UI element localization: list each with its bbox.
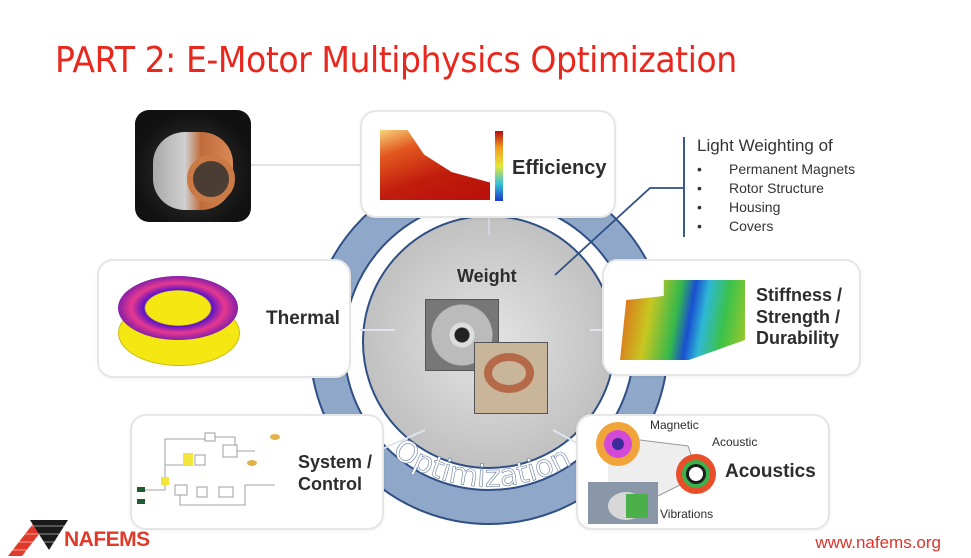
magnetic-label: Magnetic: [650, 418, 699, 432]
light-weighting-bracket: [683, 137, 685, 237]
nafems-logo-text: NAFEMS: [64, 528, 150, 551]
nafems-logo-icon: [8, 520, 68, 556]
light-weighting-title: Light Weighting of: [697, 136, 833, 155]
stator-winding-image: [474, 342, 548, 414]
footer-url-link[interactable]: www.nafems.org: [815, 533, 941, 552]
light-weighting-item: •Rotor Structure: [697, 180, 824, 196]
efficiency-label: Efficiency: [512, 157, 607, 179]
light-weighting-item: •Covers: [697, 218, 774, 234]
stiffness-label: Stiffness / Strength / Durability: [756, 285, 843, 349]
efficiency-colorbar: [495, 131, 503, 201]
thermal-stator-plot: [118, 270, 240, 366]
system-control-label: System / Control: [298, 452, 373, 494]
e-motor-photo: [135, 110, 251, 222]
vibrations-label: Vibrations: [660, 507, 714, 521]
control-block-diagram: [137, 432, 280, 506]
acoustics-label: Acoustics: [725, 461, 816, 482]
weight-label: Weight: [457, 266, 517, 286]
acoustic-label: Acoustic: [712, 435, 758, 449]
light-weighting-item: •Housing: [697, 199, 781, 215]
thermal-label: Thermal: [266, 308, 340, 329]
system-control-card: [130, 414, 384, 530]
acoustics-flow-diagram: [588, 422, 716, 524]
light-weighting-item: •Permanent Magnets: [697, 161, 856, 177]
slide-title: PART 2: E-Motor Multiphysics Optimizatio…: [55, 40, 737, 81]
